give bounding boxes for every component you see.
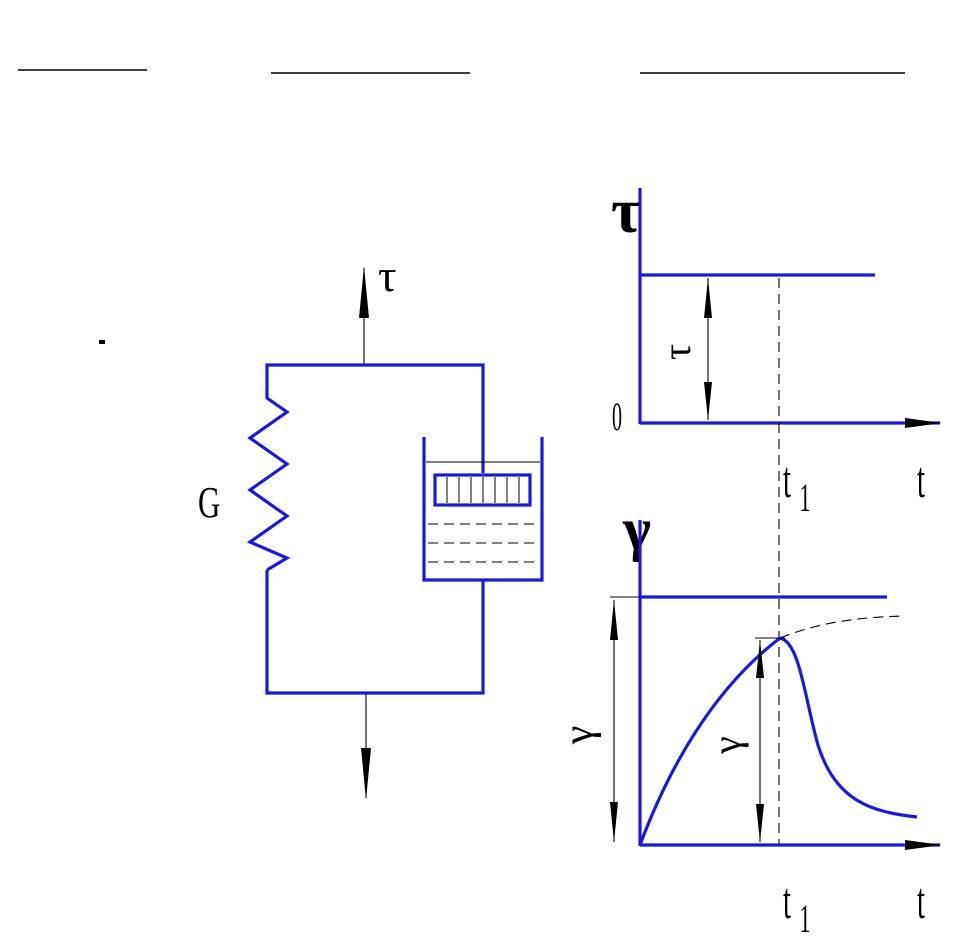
bottom-force-arrowhead <box>361 748 371 800</box>
stress-t1-label: t 1 <box>783 452 811 519</box>
strain-t1-label-axis: t 1 <box>783 873 811 940</box>
full-strain-label: γ <box>556 726 602 746</box>
dashpot <box>422 437 544 582</box>
svg-text:1: 1 <box>800 896 811 941</box>
stress-level-label: τ <box>654 344 699 360</box>
stress-dim-arrow-up <box>704 278 712 318</box>
full-strain-arrow-down <box>610 802 618 842</box>
stress-origin-label: 0 <box>612 395 622 439</box>
kelvin-voigt-model: τ G <box>198 250 544 800</box>
recovery-curve <box>779 636 918 819</box>
piston-hatching <box>446 477 520 503</box>
model-bottom-frame <box>265 570 485 695</box>
creep-curve <box>638 636 781 846</box>
stress-x-arrowhead <box>905 418 942 428</box>
model-stress-label: τ <box>378 250 397 301</box>
strain-t1-label: γ <box>704 736 749 755</box>
strain-time-graph: γ γ γ t 1 t <box>556 496 942 941</box>
svg-text:t: t <box>783 873 791 930</box>
top-force-arrowhead <box>359 266 369 318</box>
stress-time-graph: τ 0 τ t 1 t <box>611 175 942 520</box>
dashpot-cylinder <box>422 437 544 582</box>
svg-text:t: t <box>783 452 791 509</box>
stress-dim-arrow-down <box>704 382 712 420</box>
stress-x-label: t <box>917 452 925 509</box>
strain-x-arrowhead <box>905 840 942 850</box>
modulus-label: G <box>198 479 220 528</box>
stray-mark <box>99 340 105 344</box>
strain-t1-arrow-down <box>756 804 764 842</box>
strain-x-label: t <box>917 873 925 930</box>
model-top-frame <box>265 363 485 473</box>
strain-y-label: γ <box>622 496 651 562</box>
spring <box>246 385 291 572</box>
stress-y-label: τ <box>611 175 641 246</box>
strain-t1-arrow-up <box>756 640 764 678</box>
full-strain-arrow-up <box>610 600 618 640</box>
creep-continuation <box>779 615 906 639</box>
dashpot-piston <box>433 473 532 507</box>
svg-text:1: 1 <box>800 475 811 520</box>
